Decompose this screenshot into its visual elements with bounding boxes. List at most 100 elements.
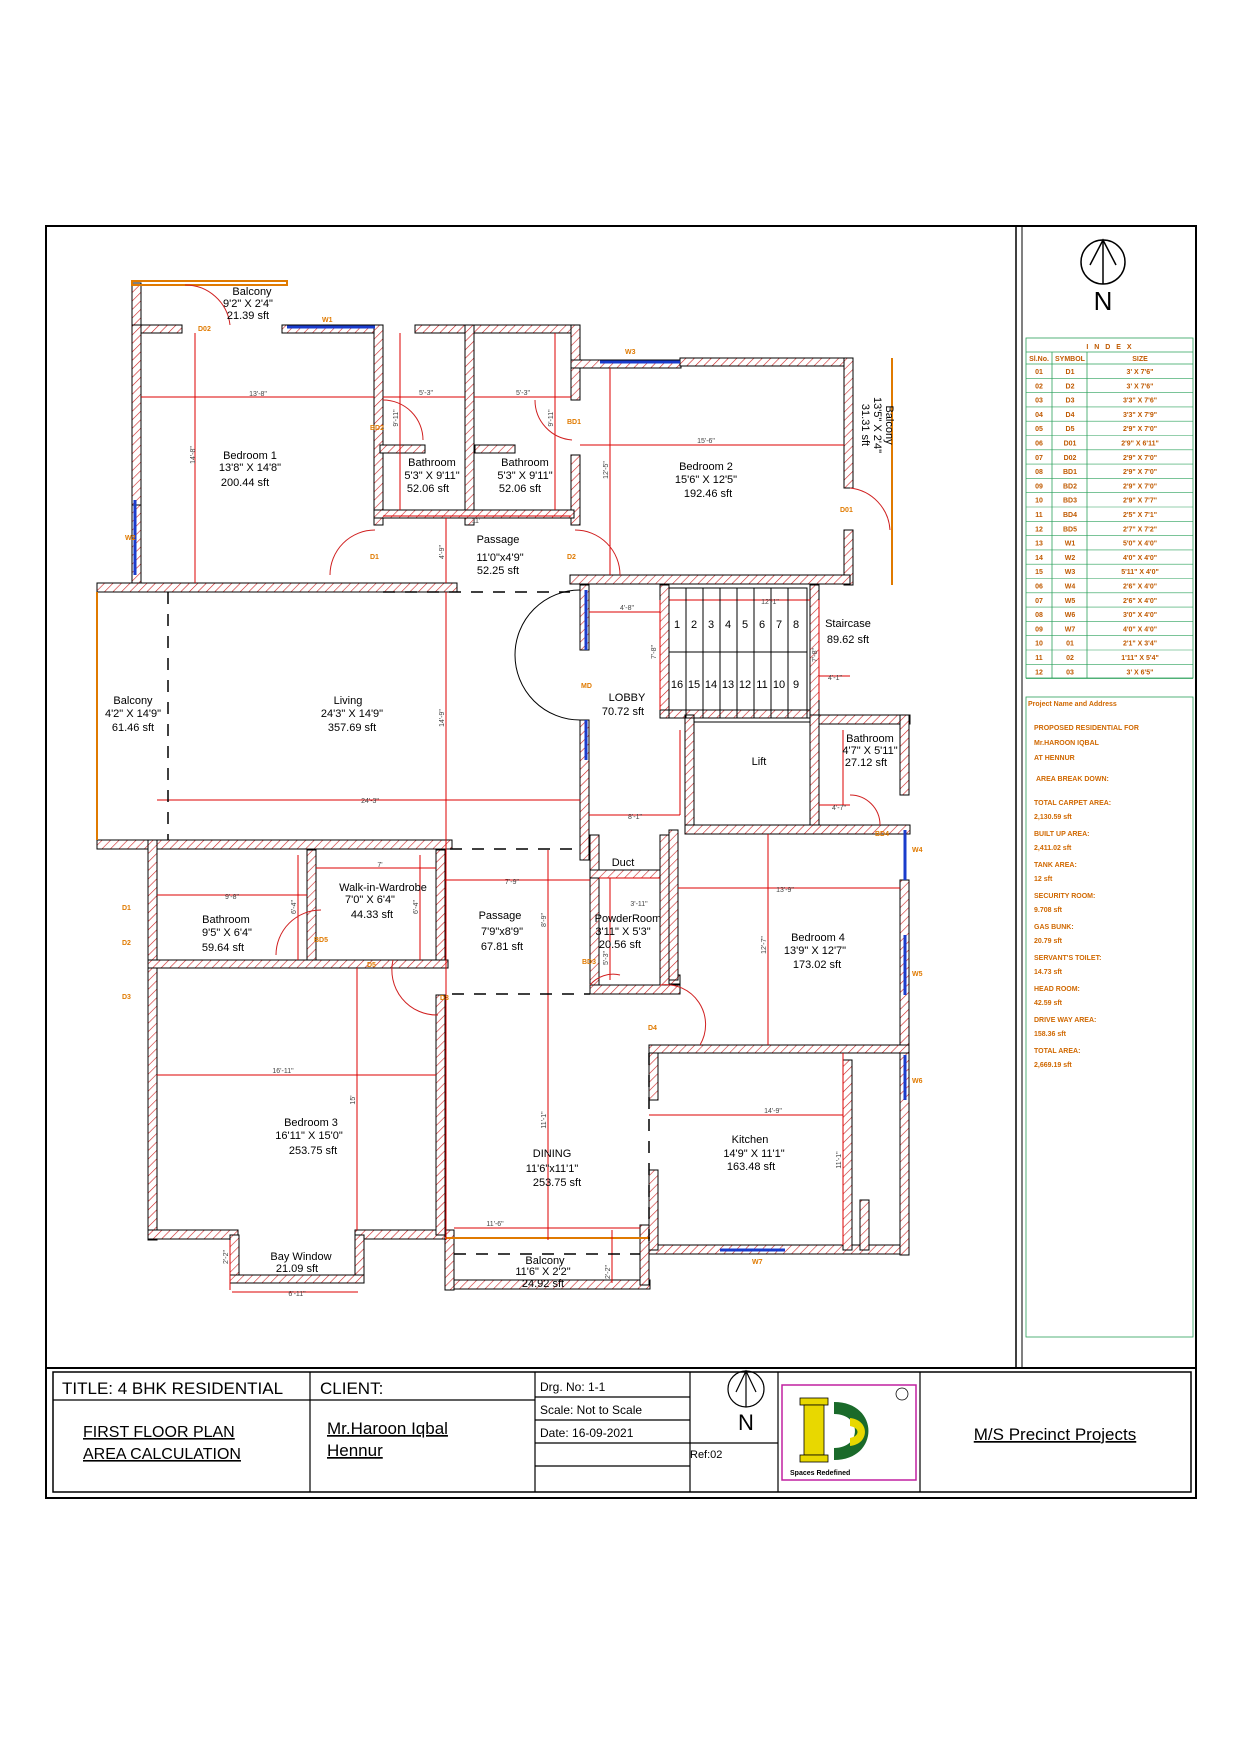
- room-balcony-left: Balcony 4'2" X 14'9" 61.46 sft: [105, 695, 161, 734]
- symbol-label: W5: [912, 971, 923, 978]
- index-cell: 1'11" X 5'4": [1121, 655, 1159, 662]
- room-area: 253.75 sft: [289, 1145, 337, 1157]
- room-name: Bathroom: [501, 457, 549, 469]
- index-cell: 12: [1035, 669, 1043, 676]
- room-name: Bedroom 4: [791, 932, 845, 944]
- stair-step: 13: [722, 679, 734, 691]
- index-cell: 09: [1035, 626, 1043, 633]
- north-arrow-small-icon: [727, 1369, 765, 1408]
- room-powder: PowderRoom 3'11" X 5'3" 20.56 sft: [595, 913, 662, 951]
- opening-symbols: D02 W1 W3 BD2 BD1 W2 D1 D2 D01 MD BD4 W4…: [122, 317, 923, 1266]
- index-cell: 11: [1035, 512, 1043, 519]
- dim-label: 14'-8": [190, 446, 197, 464]
- room-passage-mid: Passage 7'9"x8'9" 67.81 sft: [479, 910, 524, 953]
- dimension-lines: [141, 333, 900, 1293]
- room-area: 357.69 sft: [328, 722, 376, 734]
- room-passage-top: Passage 11'0"x4'9" 52.25 sft: [476, 534, 523, 577]
- index-cell: 2'5" X 7'1": [1123, 512, 1157, 519]
- symbol-label: MD: [581, 683, 592, 690]
- index-cell: W5: [1065, 598, 1076, 605]
- index-cell: 4'0" X 4'0": [1123, 555, 1157, 562]
- drawing-date: Date: 16-09-2021: [540, 1426, 634, 1440]
- area-label: SECURITY ROOM:: [1034, 893, 1095, 900]
- area-value: 14.73 sft: [1034, 969, 1063, 976]
- room-name: Bedroom 3: [284, 1117, 338, 1129]
- index-cell: BD1: [1063, 469, 1077, 476]
- titleblock-grid: [53, 1372, 921, 1492]
- index-cell: 06: [1035, 584, 1043, 591]
- firm-name: M/S Precinct Projects: [974, 1425, 1137, 1444]
- symbol-label: W6: [912, 1078, 923, 1085]
- room-bathroom-d: Bathroom 9'5" X 6'4" 59.64 sft: [202, 914, 252, 954]
- symbol-label: D1: [122, 905, 131, 912]
- symbol-label: D4: [648, 1025, 657, 1032]
- room-size: 11'6" X 2'2": [515, 1266, 570, 1278]
- symbol-label: BD4: [875, 831, 889, 838]
- index-cell: 2'6" X 4'0": [1123, 598, 1157, 605]
- index-table-grid: [1025, 337, 1194, 1338]
- dim-label: 2'-2": [605, 1265, 612, 1279]
- room-area: 253.75 sft: [533, 1177, 581, 1189]
- room-balcony-right: Balcony 13'5" X 2'4" 31.31 sft: [859, 397, 895, 453]
- stair-step: 14: [705, 679, 717, 691]
- client-label: CLIENT:: [320, 1379, 383, 1398]
- room-name: PowderRoom: [595, 913, 662, 925]
- index-cell: W1: [1065, 541, 1076, 548]
- index-cell: BD4: [1063, 512, 1077, 519]
- area-label: BUILT UP AREA:: [1034, 831, 1089, 838]
- index-cell: 3'3" X 7'9": [1123, 412, 1157, 419]
- index-cell: 12: [1035, 526, 1043, 533]
- index-cell: 3' X 7'6": [1127, 383, 1154, 390]
- index-cell: D2: [1066, 383, 1075, 390]
- index-header: SIZE: [1132, 356, 1148, 363]
- drawing-ref: Ref:02: [690, 1449, 722, 1461]
- dim-label: 7'-9": [505, 879, 519, 886]
- logo-tagline: Spaces Redefined: [790, 1470, 850, 1477]
- area-value: 12 sft: [1034, 876, 1053, 883]
- index-cell: 05: [1035, 426, 1043, 433]
- room-area: 44.33 sft: [351, 909, 393, 921]
- index-cell: BD2: [1063, 483, 1077, 490]
- walls: [96, 282, 911, 1291]
- room-name: DINING: [533, 1148, 572, 1160]
- index-cell: 2'9" X 7'0": [1123, 455, 1157, 462]
- stair-step: 15: [688, 679, 700, 691]
- area-heading: AREA BREAK DOWN:: [1036, 776, 1109, 783]
- drawing-title-2: AREA CALCULATION: [83, 1446, 241, 1463]
- index-cell: 2'6" X 4'0": [1123, 584, 1157, 591]
- area-value: 9.708 sft: [1034, 907, 1063, 914]
- title-block: TITLE: 4 BHK RESIDENTIAL FIRST FLOOR PLA…: [62, 1379, 1136, 1477]
- room-name: Bedroom 1: [223, 450, 277, 462]
- symbol-label: W4: [912, 847, 923, 854]
- area-value: 2,411.02 sft: [1034, 845, 1072, 852]
- dim-label: 13'-9": [776, 887, 794, 894]
- room-name: LOBBY: [609, 692, 646, 704]
- index-cell: W6: [1065, 612, 1076, 619]
- room-area: 200.44 sft: [221, 477, 269, 489]
- index-header: SYMBOL: [1055, 356, 1086, 363]
- index-cell: 2'7" X 7'2": [1123, 526, 1157, 533]
- room-lift: Lift: [752, 756, 767, 768]
- index-cell: 01: [1066, 641, 1074, 648]
- room-area: 27.12 sft: [845, 757, 887, 769]
- symbol-label: D2: [567, 554, 576, 561]
- dim-label: 9'-11": [548, 409, 555, 427]
- room-size: 11'6"x11'1": [526, 1163, 579, 1175]
- room-balcony-bottom: Balcony 11'6" X 2'2" 24.92 sft: [515, 1255, 570, 1290]
- room-bedroom4: Bedroom 4 13'9" X 12'7" 173.02 sft: [784, 932, 846, 971]
- room-lobby: LOBBY 70.72 sft: [602, 692, 646, 718]
- client-name: Mr.Haroon Iqbal: [327, 1419, 448, 1438]
- index-header: Sl.No.: [1029, 356, 1049, 363]
- client-location: Hennur: [327, 1441, 383, 1460]
- index-cell: 09: [1035, 483, 1043, 490]
- north-label: N: [1094, 286, 1113, 316]
- room-name: Balcony: [113, 695, 153, 707]
- area-value: 158.36 sft: [1034, 1031, 1067, 1038]
- room-baywindow: Bay Window 21.09 sft: [270, 1251, 331, 1275]
- index-cell: D4: [1066, 412, 1075, 419]
- room-bathroom-a: Bathroom 5'3" X 9'11" 52.06 sft: [404, 457, 459, 495]
- area-label: TANK AREA:: [1034, 862, 1077, 869]
- room-area: 52.06 sft: [407, 483, 449, 495]
- symbol-label: BD3: [582, 959, 596, 966]
